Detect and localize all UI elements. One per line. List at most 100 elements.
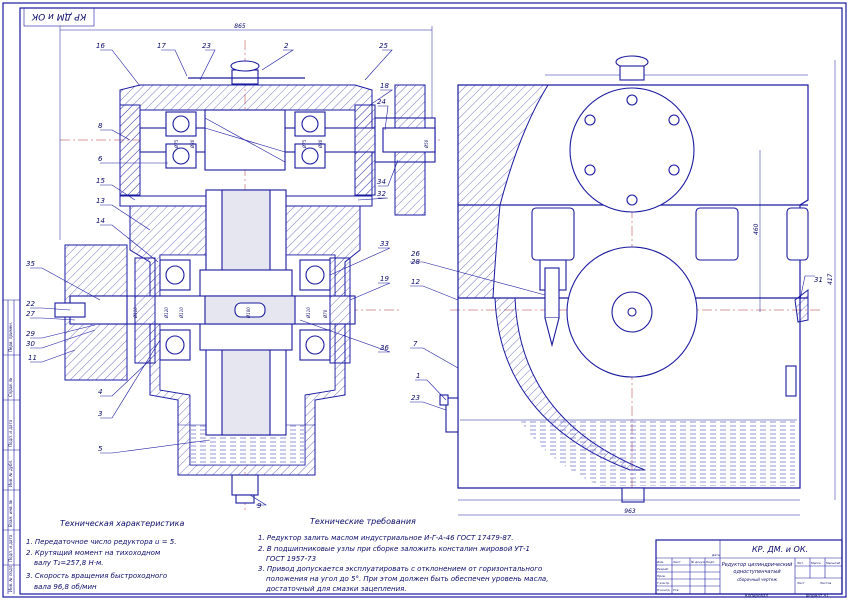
callout-13: 13 [96,197,105,205]
strip-label-4: Взам. инв. № [8,500,13,527]
strip-label-2: Подп. и дата [8,419,13,447]
strip-label-0: Перв. примен. [8,322,13,352]
char-line-4: вала 96,8 об/мин [34,583,97,591]
dim-s9: Ø110 [306,307,311,319]
oil-gauge [445,397,459,433]
side-view: 460 417 963 26 28 12 7 1 23 31 [410,55,836,516]
left-strip: Перв. примен. Справ. № Подп. и дата Инв.… [3,299,20,594]
callout-33: 33 [380,240,389,248]
callout-11: 11 [28,354,37,362]
callout-30: 30 [26,340,35,348]
callout-14: 14 [96,217,105,225]
dim-s4: Ø50 [424,139,429,149]
dim-s3: Ø80 [318,139,323,149]
title-code: КР. ДМ. и ОК. [752,545,808,554]
callout-3: 3 [98,410,102,418]
dim-s5: Ø110 [133,307,138,319]
title-block: КР. ДМ. и ОК. Редуктор цилиндрический од… [655,539,843,598]
title-copied: Копировал [745,593,768,598]
callout-25: 25 [379,42,388,50]
section-view: 8 6 5 [26,23,440,510]
cell-12: Масштаб [826,561,840,565]
strip-label-5: Подп. и дата [8,534,13,562]
callout-2: 2 [284,42,289,50]
dim-bottom-right: 963 [624,508,636,515]
callout-22: 22 [26,300,35,308]
callout-6: 6 [98,155,103,163]
dim-s10: Ø70 [323,309,328,319]
cell-8: Н.контр. [657,588,670,592]
callout-23b: 23 [411,394,420,402]
req-line-0: 1. Редуктор залить маслом индустриальное… [258,534,513,542]
callout-18: 18 [380,82,389,90]
characteristics-title: Техническая характеристика [60,519,185,528]
callout-29: 29 [26,330,35,338]
dim-vert-right: 460 [753,223,760,235]
top-left-stamp: КР ДМ и ОК [23,7,95,27]
cell-13: Лист [796,581,805,585]
technical-requirements: Технические требования 1. Редуктор залит… [258,517,548,593]
cell-9: Утв. [673,588,679,592]
cell-7: Т.контр. [657,581,670,585]
requirements-title: Технические требования [310,517,416,526]
breather [231,69,259,85]
dim-far-right: 417 [827,273,834,285]
callout-26: 26 [411,250,420,258]
title-name-2: одноступенчатый [733,569,781,575]
callout-5: 5 [98,445,103,453]
req-line-3: 3. Привод допускается эксплуатировать с … [258,565,542,573]
req-line-4: положения на угол до 5°. При этом должен… [266,575,548,583]
dim-s8: Ø100 [246,307,251,319]
cell-3: Подп. [706,560,715,564]
callout-8: 8 [98,122,103,130]
char-line-2: валу T₂=257,8 Н·м. [34,559,103,567]
callout-16: 16 [96,42,105,50]
callout-31: 31 [814,276,823,284]
title-name-3: сборочный чертеж [737,577,777,582]
bearing-lower-right [299,259,331,291]
char-line-3: 3. Скорость вращения быстроходного [26,572,167,580]
inspection-cover [569,87,695,213]
strip-label-1: Справ. № [8,378,13,397]
callout-17: 17 [157,42,166,50]
cell-1: Лист [672,560,681,564]
cell-10: Лит. [796,561,804,565]
callout-1: 1 [416,372,420,380]
stamp-code-rotated: КР ДМ и ОК [31,11,86,21]
char-line-0: 1. Передаточное число редуктора u = 5. [26,538,176,546]
cell-0: Изм. [657,560,664,564]
cell-11: Масса [811,561,821,565]
dim-s7: Ø110 [179,307,184,319]
req-line-1: 2. В подшипниковые узлы при сборке залож… [258,545,530,553]
callout-19: 19 [380,275,389,283]
callout-27: 27 [26,310,35,318]
callout-24: 24 [377,98,386,106]
dim-s0: Ø75 [174,139,179,149]
callout-9: 9 [257,502,262,510]
title-format: Формат А1 [806,593,829,598]
cell-14: Листов [819,581,831,585]
req-line-5: достаточный для смазки зацепления. [265,585,407,593]
callout-35: 35 [26,260,35,268]
callout-7: 7 [413,340,418,348]
dim-s1: Ø80 [190,139,195,149]
cell-5: Разраб. [657,567,669,571]
inner-frame [19,7,843,595]
dim-s2: Ø75 [302,139,307,149]
callout-15: 15 [96,177,105,185]
strip-label-6: Инв. № подл. [8,564,13,592]
dim-s6: Ø120 [164,307,169,319]
strip-label-3: Инв. № дубл. [8,460,13,487]
callout-36: 36 [380,344,389,352]
callout-4: 4 [98,388,102,396]
req-line-2: ГОСТ 1957-73 [266,555,316,563]
drain-plug [231,474,259,496]
callout-28: 28 [411,258,420,266]
title-name-1: Редуктор цилиндрический [722,562,794,568]
char-line-1: 2. Крутящий момент на тихоходном [26,549,161,557]
cell-4: Дата [711,553,720,557]
callout-12: 12 [411,278,420,286]
cell-2: № докум. [690,560,706,564]
